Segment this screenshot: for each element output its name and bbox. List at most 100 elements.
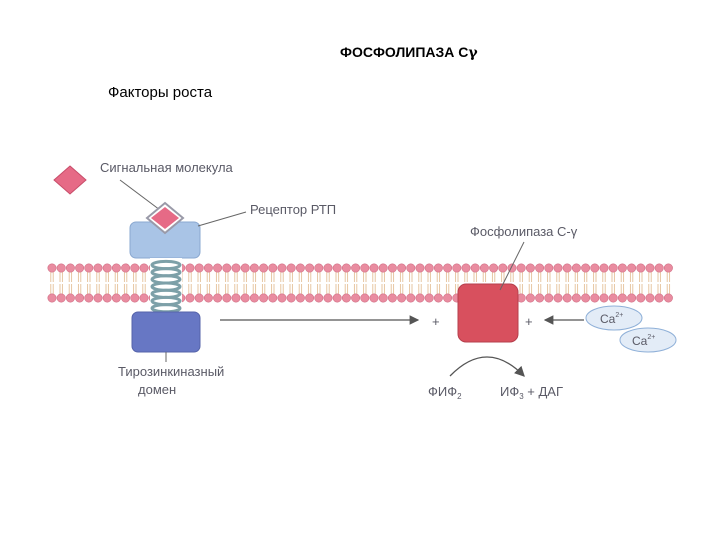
lipid-head (305, 263, 315, 273)
lipid-head (240, 293, 250, 303)
transmembrane-helix (150, 258, 182, 314)
lipid-head (121, 263, 131, 273)
lipid-head (378, 263, 388, 273)
lipid-head (360, 263, 370, 273)
lipid-head (213, 263, 223, 273)
receptor-label: Рецептор РТП (250, 202, 336, 217)
lipid-head (479, 263, 489, 273)
signal-molecule-label: Сигнальная молекула (100, 160, 234, 175)
lipid-head (498, 263, 508, 273)
lipid-head (433, 293, 443, 303)
slide-subtitle: Факторы роста (108, 84, 213, 101)
lipid-head (627, 293, 637, 303)
lipid-head (562, 263, 572, 273)
lipid-head (369, 263, 379, 273)
lipid-head (286, 263, 296, 273)
lipid-head (213, 293, 223, 303)
lipid-head (599, 263, 609, 273)
lipid-head (277, 263, 287, 273)
lipid-head (93, 293, 103, 303)
lipid-head (617, 293, 627, 303)
lipid-head (590, 263, 600, 273)
lipid-head (203, 293, 213, 303)
lipid-head (489, 263, 499, 273)
lipid-head (102, 293, 112, 303)
lipid-head (47, 263, 57, 273)
calcium-ion-2-label: Ca2+ (632, 334, 655, 348)
plus-left: + (432, 314, 440, 329)
lipid-head (139, 293, 149, 303)
lipid-head (424, 263, 434, 273)
lipid-head (222, 263, 232, 273)
lipid-head (277, 293, 287, 303)
lipid-head (516, 263, 526, 273)
lipid-head (102, 263, 112, 273)
lipid-head (84, 263, 94, 273)
products-ip3-dag: ИФ3 + ДАГ (500, 384, 563, 401)
lipid-head (194, 263, 204, 273)
lipid-head (56, 263, 66, 273)
phospholipase-c-gamma (457, 283, 519, 343)
lipid-head (231, 293, 241, 303)
lipid-head (562, 293, 572, 303)
lipid-head (84, 293, 94, 303)
signal-molecule-free (53, 165, 87, 195)
lipid-head (581, 263, 591, 273)
lipid-head (332, 263, 342, 273)
lipid-head (332, 293, 342, 303)
kinase-label-line2: домен (138, 382, 176, 397)
lipid-head (75, 293, 85, 303)
lipid-head (65, 263, 75, 273)
lipid-head (397, 263, 407, 273)
signal-pointer-line (119, 179, 161, 211)
lipid-head (185, 263, 195, 273)
lipid-head (599, 293, 609, 303)
slide-title-gamma: γ (468, 45, 478, 61)
tyrosine-kinase-domain (131, 311, 201, 353)
lipid-head (323, 263, 333, 273)
lipid-head (185, 293, 195, 303)
lipid-head (314, 293, 324, 303)
lipid-head (203, 263, 213, 273)
lipid-head (452, 263, 462, 273)
lipid-head (249, 263, 259, 273)
lipid-head (351, 263, 361, 273)
calcium-ion-2 (619, 327, 677, 353)
lipid-head (194, 293, 204, 303)
lipid-head (323, 293, 333, 303)
lipid-head (111, 293, 121, 303)
lipid-head (240, 263, 250, 273)
lipid-head (341, 263, 351, 273)
lipid-head (461, 263, 471, 273)
lipid-head (249, 293, 259, 303)
lipid-head (47, 293, 57, 303)
lipid-head (443, 263, 453, 273)
lipid-head (406, 263, 416, 273)
calcium-ion-1-label: Ca2+ (600, 312, 623, 326)
lipid-head (231, 263, 241, 273)
lipid-head (397, 293, 407, 303)
slide-title: ФОСФОЛИПАЗА Cγ (340, 44, 478, 61)
lipid-head (470, 263, 480, 273)
lipid-head (93, 263, 103, 273)
lipid-head (406, 293, 416, 303)
calcium-ion-1 (585, 305, 643, 331)
lipid-head (351, 293, 361, 303)
lipid-head (433, 263, 443, 273)
lipid-head (663, 263, 673, 273)
lipid-head (259, 263, 269, 273)
lipid-head (130, 293, 140, 303)
lipid-head (121, 293, 131, 303)
lipid-head (581, 293, 591, 303)
lipid-bilayer (47, 263, 673, 303)
slide-title-text: ФОСФОЛИПАЗА C (340, 44, 469, 60)
lipid-head (636, 263, 646, 273)
lipid-head (369, 293, 379, 303)
lipid-head (56, 293, 66, 303)
lipid-head (571, 263, 581, 273)
lipid-head (65, 293, 75, 303)
lipid-head (535, 263, 545, 273)
lipid-head (259, 293, 269, 303)
signal-molecule-bound-inner (151, 207, 179, 229)
lipid-head (295, 293, 305, 303)
